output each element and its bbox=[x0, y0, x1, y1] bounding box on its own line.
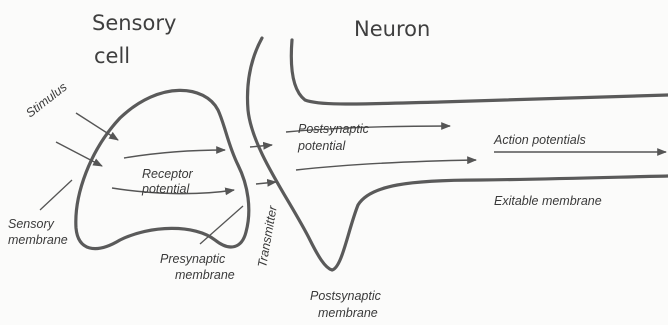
presynaptic-membrane-label-line1: Presynaptic bbox=[160, 252, 226, 266]
transmitter-label: Transmitter bbox=[255, 204, 280, 269]
presynaptic-membrane-label-line2: membrane bbox=[175, 268, 235, 282]
sensory-cell-heading-line1: Sensory bbox=[92, 11, 176, 35]
transmitter-arrow-1 bbox=[250, 145, 272, 147]
sensory-membrane-label-line2: membrane bbox=[8, 233, 68, 247]
postsynaptic-potential-label-line1: Postsynaptic bbox=[298, 122, 370, 136]
postsynaptic-membrane-outline bbox=[248, 38, 668, 270]
neuron-heading: Neuron bbox=[354, 17, 430, 41]
receptor-potential-label-line1: Receptor bbox=[142, 167, 194, 181]
neuron-upper-membrane bbox=[291, 40, 668, 104]
receptor-potential-arrow-1 bbox=[124, 150, 225, 158]
transmitter-arrow-2 bbox=[256, 182, 276, 184]
presynaptic-membrane-pointer bbox=[200, 206, 243, 244]
excitable-membrane-label: Exitable membrane bbox=[494, 194, 602, 208]
sensory-membrane-pointer bbox=[40, 180, 72, 210]
postsynaptic-potential-label-line2: potential bbox=[297, 139, 346, 153]
sensory-membrane-label-line1: Sensory bbox=[8, 217, 55, 231]
postsynaptic-potential-arrow-2 bbox=[296, 160, 476, 170]
sensory-cell-heading-line2: cell bbox=[94, 44, 130, 68]
receptor-potential-label-line2: potential bbox=[141, 182, 190, 196]
action-potentials-label: Action potentials bbox=[493, 133, 586, 147]
stimulus-label: Stimulus bbox=[23, 80, 69, 121]
postsynaptic-membrane-label-line1: Postsynaptic bbox=[310, 289, 382, 303]
postsynaptic-membrane-label-line2: membrane bbox=[318, 306, 378, 320]
